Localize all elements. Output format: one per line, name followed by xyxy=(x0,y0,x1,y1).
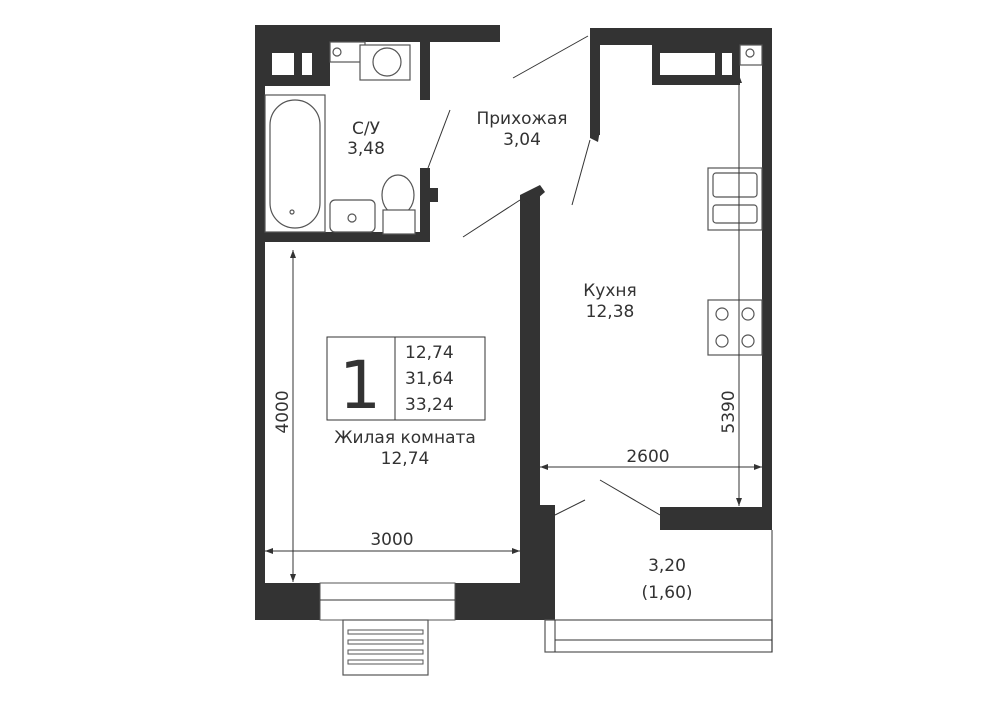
dimension-lines xyxy=(265,75,762,582)
balcony-reduced-area: (1,60) xyxy=(641,583,692,603)
total-area-value: 31,64 xyxy=(405,369,454,389)
kitchen-area: 12,38 xyxy=(586,302,635,322)
kitchen-fixtures xyxy=(707,167,763,356)
dim-kitchen-width: 2600 xyxy=(626,447,669,467)
bathroom-area: 3,48 xyxy=(347,139,385,159)
dim-kitchen-length: 5390 xyxy=(719,390,739,433)
dim-living-width: 3000 xyxy=(370,530,413,550)
balcony-area: 3,20 xyxy=(648,556,686,576)
door-swings xyxy=(427,35,661,516)
rooms-count: 1 xyxy=(339,347,381,424)
summary-box: 1 12,74 31,64 33,24 xyxy=(326,336,486,424)
hallway-name: Прихожая xyxy=(476,109,567,129)
living-area: 12,74 xyxy=(381,449,430,469)
living-name: Жилая комната xyxy=(334,428,476,448)
living-area-value: 12,74 xyxy=(405,343,454,363)
hallway-area: 3,04 xyxy=(503,130,541,150)
bathroom-name: С/У xyxy=(352,119,381,139)
windows xyxy=(272,53,732,676)
balcony xyxy=(544,530,773,653)
kitchen-name: Кухня xyxy=(583,281,637,301)
total-with-balcony-value: 33,24 xyxy=(405,395,454,415)
bathroom-fixtures xyxy=(264,41,763,235)
dim-living-height: 4000 xyxy=(273,390,293,433)
